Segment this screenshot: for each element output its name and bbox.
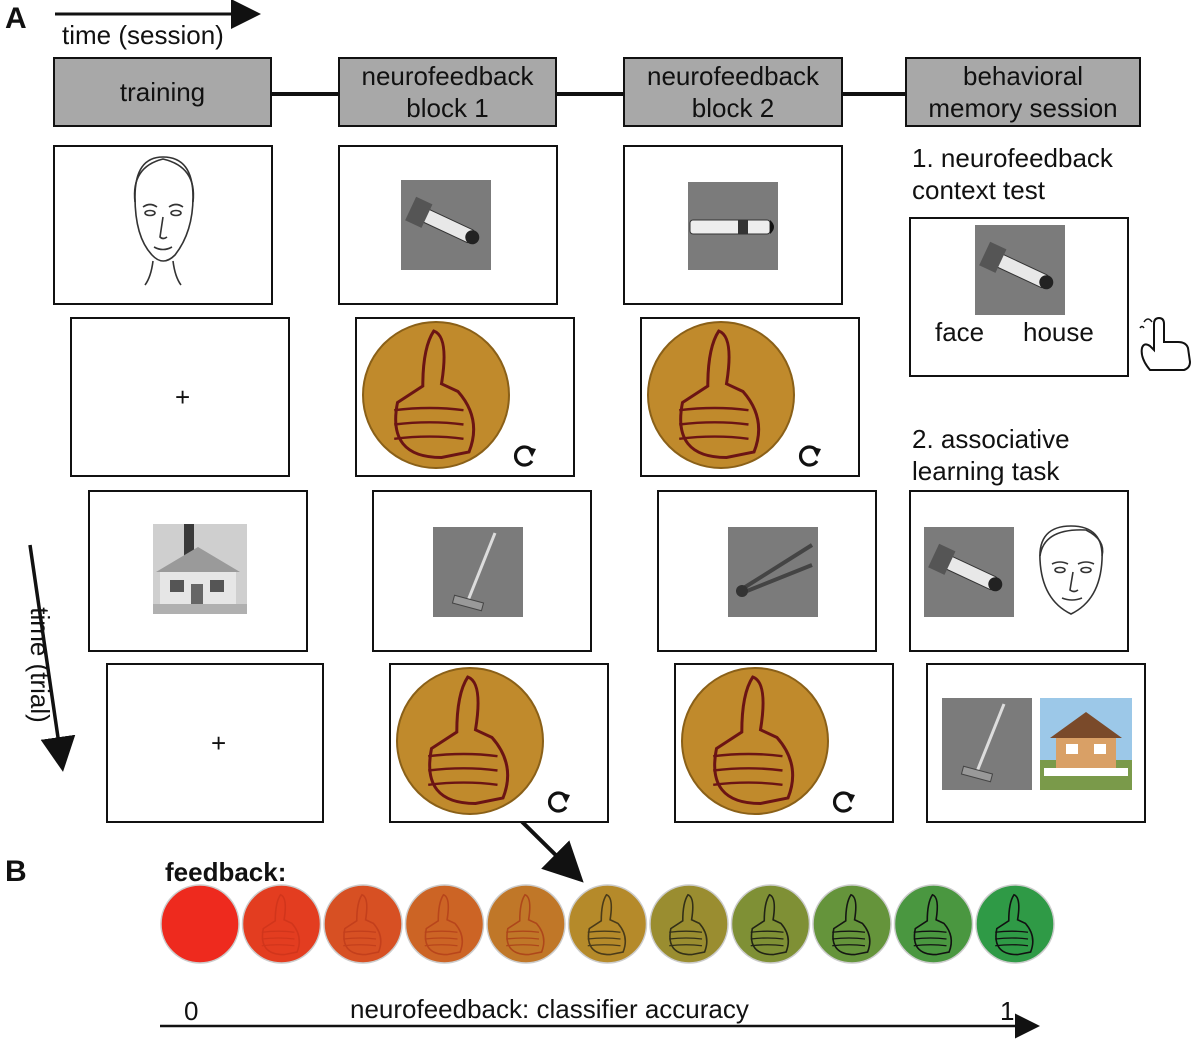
training-fixation-frame-1: + — [70, 317, 290, 477]
thumbs-up-coin — [681, 667, 855, 815]
refresh-icon — [547, 791, 570, 813]
face-sketch-icon — [1039, 525, 1104, 615]
feedback-level-coin — [404, 884, 485, 964]
feedback-level-coin — [893, 884, 974, 964]
context-test-frame: face house — [909, 217, 1129, 377]
thumbs-up-icon — [713, 675, 795, 806]
thumbs-up-icon — [506, 893, 545, 956]
feedback-level-coin — [730, 884, 811, 964]
feedback-level-coin — [241, 884, 322, 964]
session-axis-label: time (session) — [62, 20, 224, 50]
refresh-icon — [798, 445, 821, 467]
nf2-feedback-frame-2 — [674, 663, 894, 823]
header-training: training — [53, 57, 272, 127]
feedback-label: feedback: — [165, 857, 287, 887]
thumbs-up-icon — [587, 893, 627, 956]
nf2-object-frame-1 — [623, 145, 843, 305]
nf1-object-frame-2 — [372, 490, 592, 652]
thumbs-up-coin — [396, 667, 570, 815]
training-house-frame — [88, 490, 308, 652]
nf1-feedback-frame-1 — [355, 317, 575, 477]
thumbs-up-icon — [913, 893, 953, 956]
thumbs-up-icon — [832, 893, 871, 956]
header-nf-block-1: neurofeedback block 1 — [338, 57, 557, 127]
thumbs-up-icon — [261, 893, 301, 956]
object-photo-icon — [975, 225, 1065, 315]
training-face-frame — [53, 145, 273, 305]
associative-frame-1 — [909, 490, 1129, 652]
house-photo-icon — [1040, 698, 1132, 790]
feedback-level-coin — [160, 884, 240, 964]
object-photo-icon — [942, 698, 1032, 790]
feedback-level-coin — [323, 884, 403, 964]
nf2-feedback-frame-1 — [640, 317, 860, 477]
feedback-level-coin — [812, 884, 892, 964]
object-photo-icon — [433, 527, 523, 617]
thumbs-up-icon — [995, 893, 1034, 956]
thumbs-up-icon — [343, 893, 382, 956]
test1-caption: 1. neurofeedback context test — [912, 143, 1113, 205]
thumbs-up-icon — [750, 893, 790, 956]
face-sketch-icon — [133, 156, 195, 286]
thumbs-up-icon — [669, 893, 708, 956]
nf2-object-frame-2 — [657, 490, 877, 652]
test2-caption: 2. associative learning task — [912, 424, 1070, 486]
hand-pointer-icon — [1139, 316, 1192, 371]
feedback-level-coin — [486, 884, 566, 964]
header-behavioral: behavioral memory session — [905, 57, 1141, 127]
training-fixation-frame-2: + — [106, 663, 324, 823]
nf1-object-frame-1 — [338, 145, 558, 305]
choice-house-label[interactable]: house — [1023, 317, 1094, 347]
thumbs-up-icon — [679, 329, 761, 460]
feedback-level-coin — [567, 884, 648, 964]
object-photo-icon — [728, 527, 818, 617]
refresh-icon — [513, 445, 536, 467]
object-photo-icon — [401, 180, 491, 270]
thumbs-up-coin — [362, 321, 536, 469]
fixation-cross: + — [175, 382, 191, 412]
thumbs-up-coin — [647, 321, 821, 469]
refresh-icon — [832, 791, 855, 813]
feedback-level-coin — [975, 884, 1055, 964]
trial-axis-label: time (trial) — [25, 607, 55, 723]
object-photo-icon — [688, 182, 778, 270]
thumbs-up-icon — [394, 329, 476, 460]
feedback-scale — [160, 884, 1055, 964]
scale-max-label: 1 — [1000, 996, 1015, 1026]
choice-face-label[interactable]: face — [935, 317, 985, 347]
scale-min-label: 0 — [184, 996, 199, 1026]
object-photo-icon — [924, 527, 1014, 617]
fixation-cross: + — [211, 728, 227, 758]
house-photo-icon — [153, 524, 247, 614]
header-nf-block-2: neurofeedback block 2 — [623, 57, 843, 127]
thumbs-up-icon — [428, 675, 510, 806]
panel-a-letter: A — [5, 2, 27, 35]
scale-axis-label: neurofeedback: classifier accuracy — [350, 994, 749, 1024]
thumbs-up-icon — [424, 893, 464, 956]
panel-b-letter: B — [5, 855, 27, 888]
feedback-level-coin — [649, 884, 729, 964]
nf1-feedback-frame-2 — [389, 663, 609, 823]
associative-frame-2 — [926, 663, 1146, 823]
